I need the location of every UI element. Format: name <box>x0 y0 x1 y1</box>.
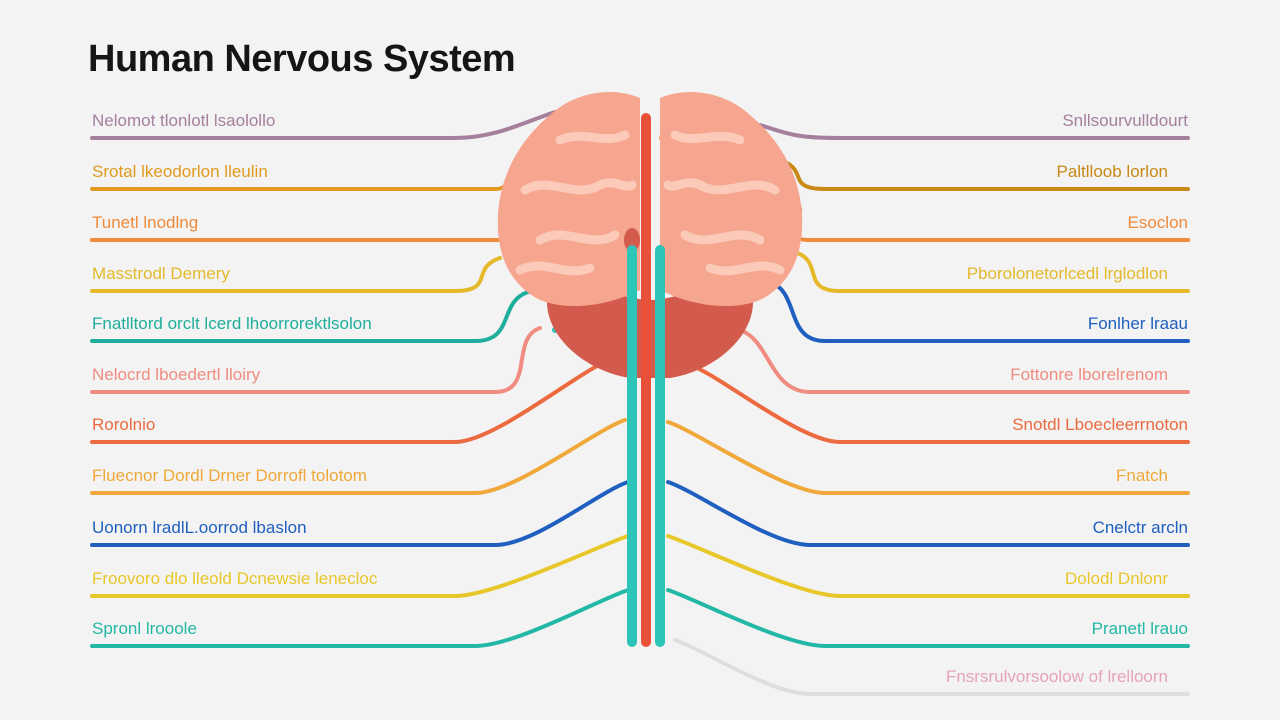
nerve-line-left <box>90 418 627 495</box>
nerve-line-left <box>90 326 542 394</box>
nerve-line-right <box>768 280 1190 343</box>
label-left: Froovoro dlo lleold Dcnewsie lenecloc <box>92 569 378 588</box>
nerve-line-left <box>90 588 630 648</box>
label-left: Fnatlltord orclt lcerd lhoorrorektlsolon <box>92 314 372 333</box>
label-right: Snllsourvulldourt <box>1062 111 1188 130</box>
nerve-line-right <box>738 328 1190 394</box>
nerve-line-right <box>666 534 1190 598</box>
label-left: Nelomot tlonlotl lsaolollo <box>92 111 275 130</box>
nerve-line-left <box>90 178 522 192</box>
label-left: Srotal lkeodorlon lleulin <box>92 162 268 181</box>
label-left: Spronl lrooole <box>92 619 197 638</box>
nerve-line-left <box>90 256 502 293</box>
nerve-line-right <box>666 588 1190 648</box>
label-right: Fnsrsrulvorsoolow of lrelloorn <box>946 667 1168 686</box>
nerve-line-right <box>793 250 1190 293</box>
label-left: Uonorn lradlL.oorrod lbaslon <box>92 518 307 537</box>
spinal-cord <box>627 113 665 647</box>
label-right: Fottonre lborelrenom <box>1010 365 1168 384</box>
page-title: Human Nervous System <box>88 38 516 80</box>
nerve-line-left <box>90 110 557 140</box>
brainstem-dot <box>624 228 640 252</box>
label-right: Fonlher lraau <box>1088 314 1188 333</box>
nerve-line-left <box>90 534 630 598</box>
nerve-line-right <box>666 420 1190 495</box>
label-left: Nelocrd lboedertl lloiry <box>92 365 261 384</box>
label-left: Tunetl lnodlng <box>92 213 198 232</box>
label-left: Rorolnio <box>92 415 155 434</box>
nerve-line-right <box>758 123 1190 140</box>
label-right: Pranetl lrauo <box>1092 619 1188 638</box>
label-right: Cnelctr arcln <box>1093 518 1188 537</box>
nerve-line-right <box>688 363 1190 444</box>
nerve-line-left <box>90 358 612 444</box>
label-left: Masstrodl Demery <box>92 264 230 283</box>
nerve-line-right <box>673 638 1190 696</box>
label-right: Fnatch <box>1116 466 1168 485</box>
nerve-line-right <box>666 480 1190 547</box>
label-right: Esoclon <box>1128 213 1188 232</box>
brain-folds <box>515 130 785 276</box>
left-hemisphere <box>497 91 640 307</box>
right-hemisphere <box>660 91 803 307</box>
label-right: Pborolonetorlcedl lrglodlon <box>967 264 1168 283</box>
nerve-line-left <box>90 290 530 343</box>
label-right: Snotdl Lboecleerrnoton <box>1012 415 1188 434</box>
label-right: Dolodl Dnlonr <box>1065 569 1168 588</box>
brain-illustration <box>497 91 803 378</box>
label-right: Paltlloob lorlon <box>1056 162 1168 181</box>
label-left: Fluecnor Dordl Drner Dorrofl tolotom <box>92 466 367 485</box>
nerve-line-left <box>90 480 630 547</box>
